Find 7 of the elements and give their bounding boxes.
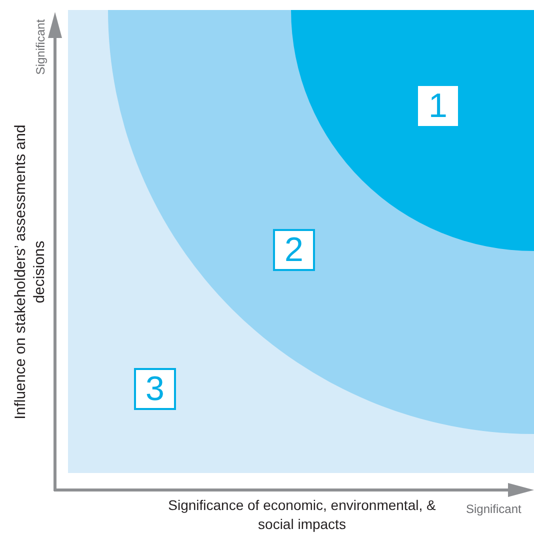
y-axis-title: Influence on stakeholders’ assessments and decisions (11, 124, 49, 422)
zone-number-box: 2 (273, 229, 315, 271)
axis-end-label: Significant (466, 501, 522, 518)
zone-number-box: 3 (134, 368, 176, 410)
axis-end-label: Significant (33, 19, 49, 75)
zone-number-box: 1 (418, 86, 458, 126)
x-axis-title: Significance of economic, environmental, & social impacts (167, 496, 437, 534)
